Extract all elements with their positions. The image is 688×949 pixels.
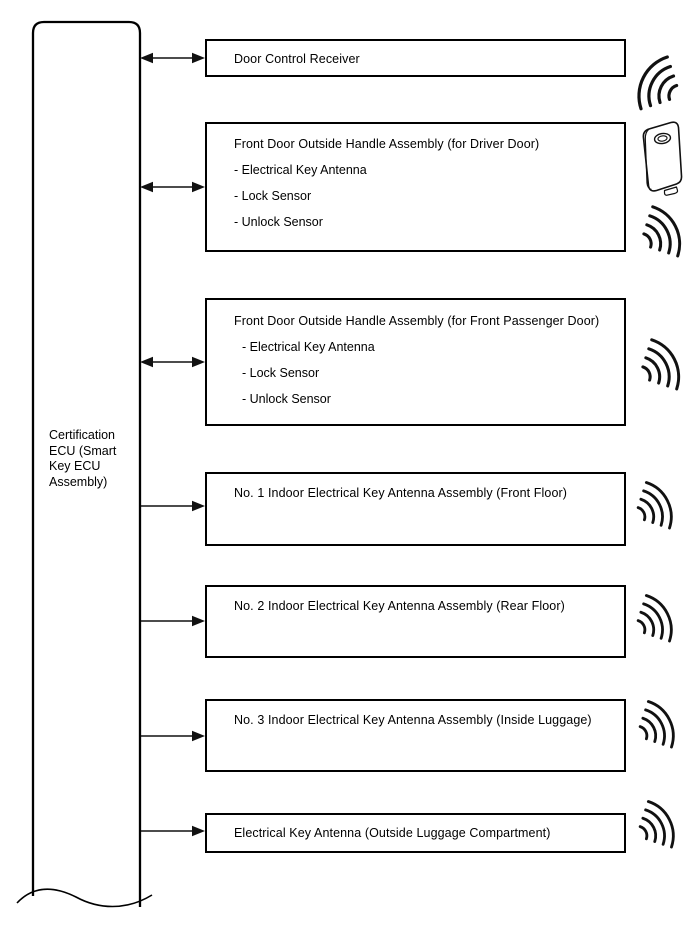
- radio-waves-icon: [636, 481, 673, 530]
- radio-waves-icon: [638, 800, 675, 849]
- box-door-control-receiver: Door Control Receiver: [205, 39, 626, 77]
- box-outside-luggage-antenna: Electrical Key Antenna (Outside Luggage …: [205, 813, 626, 853]
- box-title: No. 1 Indoor Electrical Key Antenna Asse…: [234, 486, 568, 500]
- radio-waves-icon: [641, 338, 681, 391]
- arrow-outside-luggage-antenna: [141, 825, 205, 837]
- radio-waves-icon: [636, 594, 673, 643]
- bidirectional-arrow-passenger-door-handle: [140, 356, 205, 368]
- bidirectional-arrow-driver-door-handle: [140, 181, 205, 193]
- radio-waves-icon: [638, 700, 675, 749]
- ecu-box-outline: [16, 20, 153, 908]
- list-item: - Lock Sensor: [242, 366, 320, 380]
- radio-waves-incoming-icon: [637, 55, 679, 111]
- ecu-label: Certification ECU (Smart Key ECU Assembl…: [49, 428, 117, 489]
- radio-waves-icon: [642, 205, 682, 258]
- list-item: - Unlock Sensor: [242, 392, 331, 406]
- box-no3-indoor-antenna: No. 3 Indoor Electrical Key Antenna Asse…: [205, 699, 626, 772]
- arrow-no2-indoor-antenna: [141, 615, 205, 627]
- box-no2-indoor-antenna: No. 2 Indoor Electrical Key Antenna Asse…: [205, 585, 626, 658]
- arrow-no1-indoor-antenna: [141, 500, 205, 512]
- box-title: Door Control Receiver: [234, 52, 360, 66]
- list-item: - Lock Sensor: [234, 189, 312, 203]
- component-list: - Electrical Key Antenna - Lock Sensor -…: [234, 163, 618, 230]
- box-title: Electrical Key Antenna (Outside Luggage …: [234, 826, 551, 840]
- box-title: No. 3 Indoor Electrical Key Antenna Asse…: [234, 713, 592, 727]
- box-title: Front Door Outside Handle Assembly (for …: [234, 137, 540, 151]
- component-list: - Electrical Key Antenna - Lock Sensor -…: [234, 340, 618, 407]
- box-no1-indoor-antenna: No. 1 Indoor Electrical Key Antenna Asse…: [205, 472, 626, 546]
- list-item: - Electrical Key Antenna: [234, 163, 367, 177]
- bidirectional-arrow-door-control-receiver: [140, 52, 205, 64]
- torn-edge-wave: [16, 888, 153, 908]
- box-title: No. 2 Indoor Electrical Key Antenna Asse…: [234, 599, 565, 613]
- box-passenger-door-handle-assembly: Front Door Outside Handle Assembly (for …: [205, 298, 626, 426]
- list-item: - Unlock Sensor: [234, 215, 323, 229]
- list-item: - Electrical Key Antenna: [242, 340, 375, 354]
- arrow-no3-indoor-antenna: [141, 730, 205, 742]
- box-title: Front Door Outside Handle Assembly (for …: [234, 314, 600, 328]
- key-fob-icon: [642, 121, 683, 196]
- box-driver-door-handle-assembly: Front Door Outside Handle Assembly (for …: [205, 122, 626, 252]
